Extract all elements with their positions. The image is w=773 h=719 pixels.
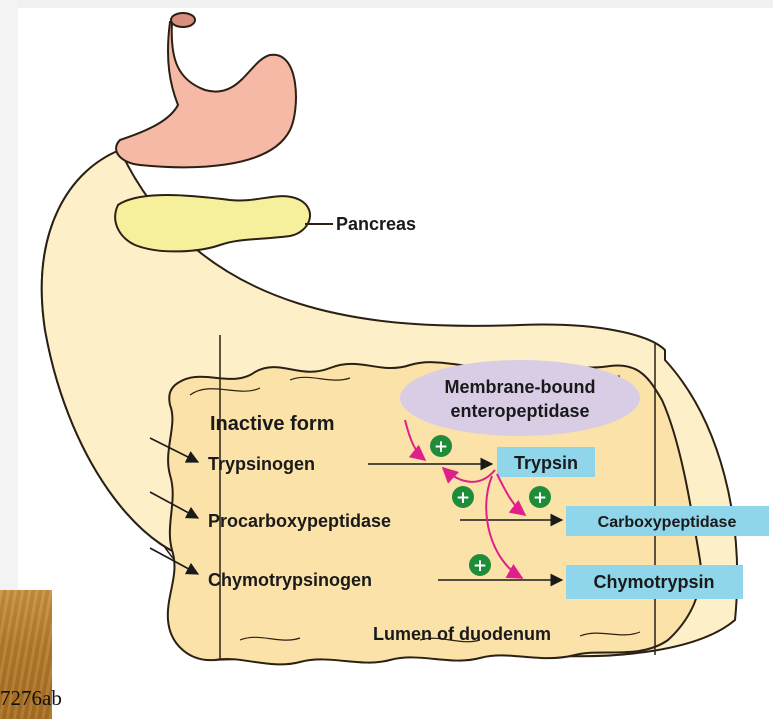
enzyme-label-line1: Membrane-bound (445, 377, 596, 397)
active-carboxypeptidase: Carboxypeptidase (598, 514, 737, 531)
zymogen-procarboxypeptidase: Procarboxypeptidase (208, 511, 391, 531)
plus-circle-autocatalytic: + (452, 486, 474, 508)
pancreas-label: Pancreas (336, 214, 416, 234)
active-trypsin: Trypsin (514, 453, 578, 473)
inactive-form-heading: Inactive form (210, 413, 334, 435)
esophagus-opening (171, 13, 195, 27)
pancreas (115, 195, 310, 251)
enteropeptidase-ellipse (400, 360, 640, 436)
plus-circle-carboxypeptidase: + (529, 486, 551, 508)
zymogen-trypsinogen: Trypsinogen (208, 454, 315, 474)
plus-sign: + (456, 488, 470, 508)
lumen-label: Lumen of duodenum (373, 624, 551, 644)
zymogen-chymotrypsinogen: Chymotrypsinogen (208, 570, 372, 590)
active-chymotrypsin: Chymotrypsin (593, 572, 714, 592)
plus-circle-enteropeptidase: + (430, 435, 452, 457)
plus-sign: + (473, 556, 487, 576)
plus-sign: + (533, 488, 547, 508)
plus-sign: + (434, 437, 448, 457)
plus-circle-chymotrypsin: + (469, 554, 491, 576)
footer-code: 7276ab (0, 683, 62, 713)
stomach (116, 22, 296, 167)
enzyme-label-line2: enteropeptidase (450, 401, 589, 421)
